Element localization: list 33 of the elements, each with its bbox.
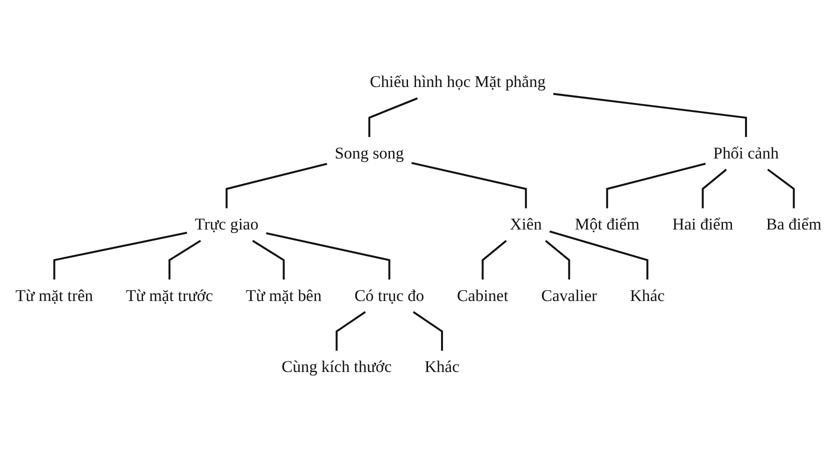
node-text: Cavalier (541, 286, 598, 305)
node-text: Xiên (510, 215, 542, 234)
node-text: Từ mặt trước (126, 286, 213, 305)
node-text: Từ mặt trên (16, 286, 94, 305)
connector (266, 232, 390, 280)
node-text: Cabinet (457, 286, 508, 305)
node-text: Có trục đo (354, 286, 424, 305)
connector (606, 162, 706, 208)
node-text: Từ mặt bên (246, 286, 322, 305)
node-text: Chiếu hình học Mặt phẳng (370, 72, 546, 92)
connector (368, 97, 418, 138)
connector (412, 311, 443, 351)
connector (545, 240, 570, 280)
connector (336, 311, 366, 351)
connector (767, 168, 795, 208)
connector (168, 240, 202, 280)
connector (553, 92, 747, 138)
connector (411, 162, 527, 208)
node-text: Trực giao (194, 215, 258, 234)
node-text: Khác (630, 286, 665, 305)
node-text: Hai điểm (672, 215, 734, 234)
node-text: Khác (424, 357, 460, 376)
connector (226, 162, 328, 208)
connector (53, 232, 188, 280)
connector (482, 240, 507, 280)
node-text: Phối cảnh (713, 144, 779, 162)
node-text: Song song (334, 144, 404, 162)
node-text: Cùng kích thước (282, 357, 392, 376)
connector (252, 240, 285, 280)
node-text: Ba điểm (766, 215, 822, 234)
connector (702, 168, 727, 208)
node-text: Một điểm (574, 215, 640, 234)
connector (549, 230, 648, 280)
